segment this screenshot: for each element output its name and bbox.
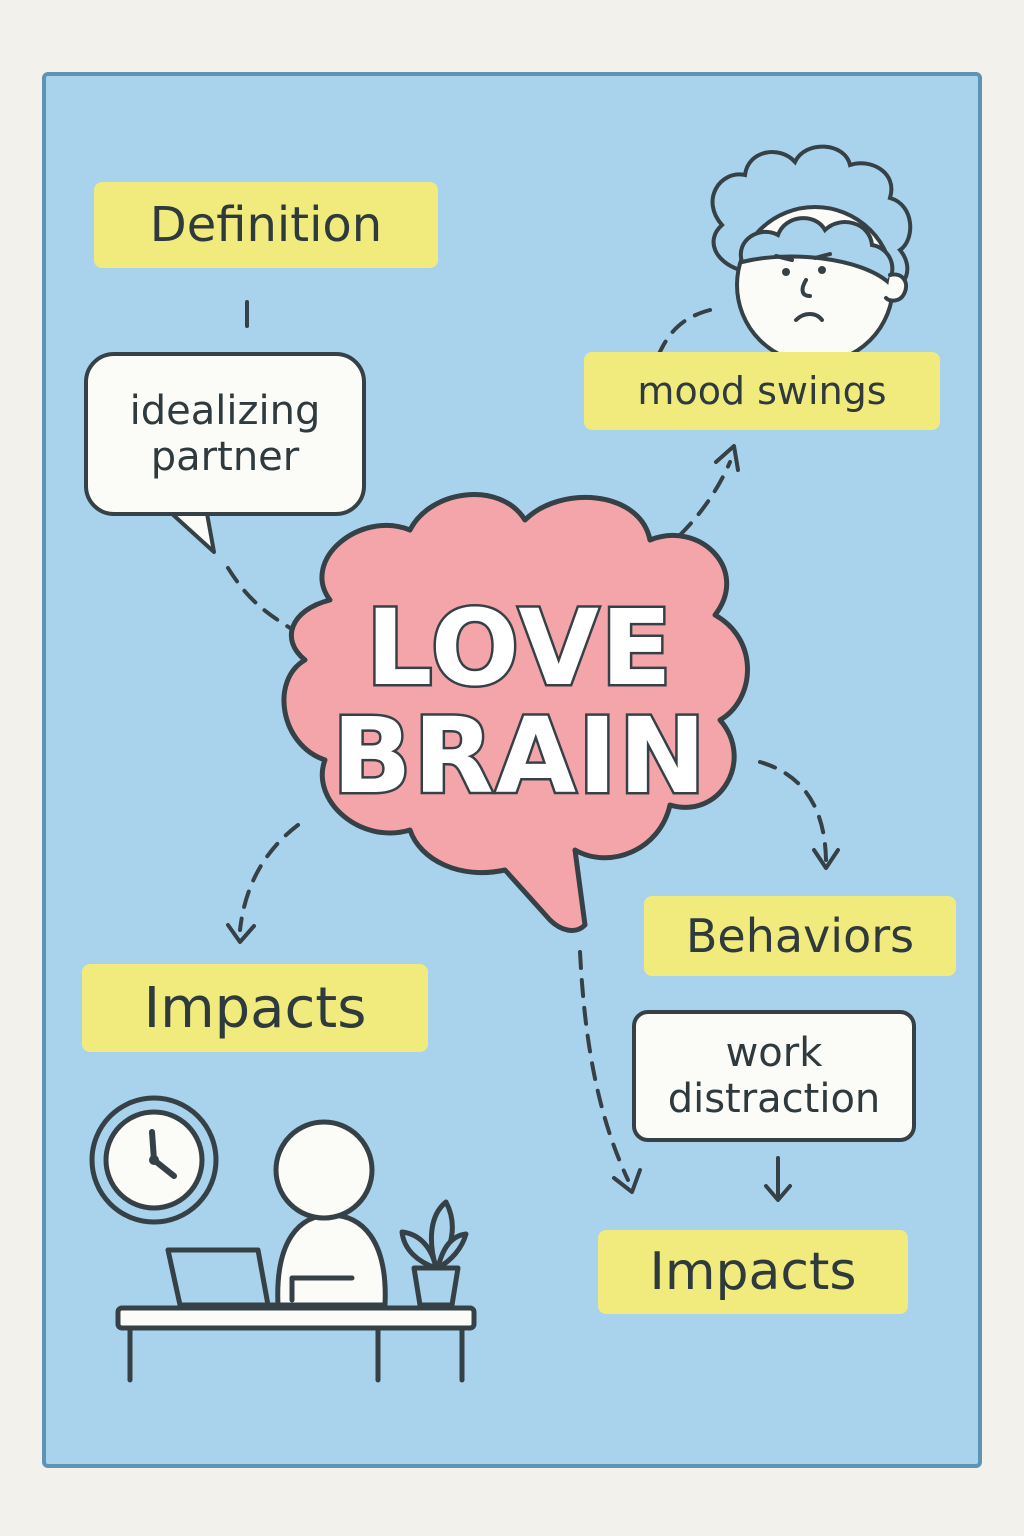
- label-mood-swings: mood swings: [584, 352, 940, 430]
- idealizing-bubble-tail: [168, 507, 216, 554]
- title-love: LOVE: [364, 587, 675, 709]
- label-impacts-right: Impacts: [598, 1230, 908, 1314]
- arrowhead-impacts-right: [612, 1168, 642, 1194]
- arrowhead-impacts-left: [226, 923, 256, 944]
- arrowhead-behaviors: [812, 848, 840, 870]
- connector-brain-impacts-left: [238, 823, 300, 932]
- bubble-idealizing-partner: idealizing partner: [84, 352, 366, 516]
- laptop-icon: [165, 1247, 313, 1308]
- label-behaviors: Behaviors: [644, 896, 956, 976]
- connector-idealizing-brain: [226, 566, 292, 630]
- plant-icon: [399, 1199, 469, 1308]
- connector-brain-behaviors: [758, 760, 828, 862]
- connector-brain-impacts-right: [578, 950, 630, 1182]
- sad-face-icon: [710, 144, 913, 365]
- brain-cloud: [281, 492, 750, 933]
- connector-brain-mood: [678, 460, 732, 537]
- arrowhead-mood: [714, 444, 740, 472]
- arrowhead-work-impacts: [764, 1184, 792, 1202]
- label-definition: Definition: [94, 182, 438, 268]
- bubble-work-distraction: work distraction: [632, 1010, 916, 1142]
- title-brain: BRAIN: [330, 695, 709, 817]
- connector-face-mood: [656, 308, 712, 358]
- label-impacts-left: Impacts: [82, 964, 428, 1052]
- person-at-desk-icon: [115, 1119, 477, 1383]
- clock-icon: [89, 1095, 219, 1225]
